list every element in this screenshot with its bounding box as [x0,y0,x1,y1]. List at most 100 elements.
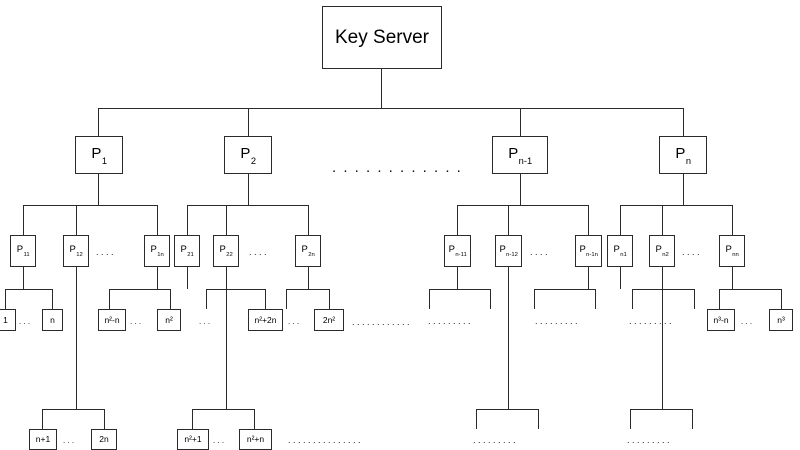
node-pnn[interactable]: Pnn [719,235,745,267]
edge-stem-pnn [732,267,734,289]
leaf-n2p2n[interactable]: n²+2n [248,309,283,331]
edge-bus-p1n [109,289,171,291]
node-label: Pn1 [613,243,627,258]
node-label: P21 [180,243,194,258]
edge-drop-pn [683,108,685,136]
node-label: Pn-11 [448,243,467,258]
edge-drop-p1 [98,108,100,136]
edge-bus-group4 [620,205,733,207]
edge-stem-pn-1n [588,267,590,289]
leaf-np1[interactable]: n+1 [29,429,57,450]
node-pn2[interactable]: Pn2 [649,235,675,267]
leaf-label: 1 [3,314,8,325]
edge-drop-leaf-n2p2n [265,289,267,309]
edge-stem-pn1 [620,267,622,289]
node-label: P22 [219,243,233,258]
node-pn-1n[interactable]: Pn-1n [575,235,602,267]
edge-drop-bottom-3-r [538,409,540,429]
edge-stem-p11 [23,267,25,289]
leaf-label: 2n² [322,314,336,325]
ellipsis-group4-level2: . . . . [682,247,700,257]
edge-drop-pn1-l [632,289,634,309]
edge-drop-leaf-n [52,289,54,309]
leaf-1[interactable]: 1 [0,309,16,331]
edge-drop-leaf-np1 [42,409,44,429]
edge-drop-pnn [732,205,734,235]
edge-stem-pn-11 [457,267,459,289]
ellipsis-row2-mid: . . . . . . . . . . . . . . . [288,435,361,445]
ellipsis-level1-gap: . . . . . . . . . . . . [332,159,463,176]
edge-long-pn-12 [508,267,510,409]
leaf-n3[interactable]: n³ [769,309,793,331]
edge-bus-bottom-1 [42,409,105,411]
node-p22[interactable]: P22 [213,235,239,267]
node-label: Pn-1 [508,144,533,167]
ellipsis-leafpair-last: . . . [741,317,753,326]
ellipsis-before-2n2: . . . [288,317,300,326]
node-label: Pn2 [655,243,669,258]
ellipsis-row2-group4: . . . . . . . . . [627,435,670,445]
leaf-2n[interactable]: 2n [91,429,117,450]
ellipsis-row1-group3: . . . . . . . . . [428,316,471,326]
edge-drop-p2n [308,205,310,235]
leaf-n[interactable]: n [42,309,63,331]
edge-bus-bottom-3 [476,409,539,411]
edge-drop-pn-11-r [490,289,492,309]
leaf-n2pn[interactable]: n²+n [239,429,272,450]
ellipsis-bottom-pair-2: . . . [213,436,225,445]
node-pn[interactable]: Pn [659,136,707,174]
node-p1[interactable]: P1 [75,136,123,174]
edge-drop-pn-11-l [429,289,431,309]
node-key-server[interactable]: Key Server [322,6,442,69]
leaf-n2p1[interactable]: n²+1 [177,429,209,450]
leaf-label: n²+n [246,434,265,445]
leaf-label: n²-n [104,314,120,325]
leaf-label: n²+2n [254,314,277,325]
edge-stem-p1n [157,267,159,289]
edge-stem-p1 [98,174,100,205]
node-label: P11 [16,243,30,258]
leaf-label: n² [165,314,173,325]
node-p2n[interactable]: P2n [295,235,321,267]
edge-bus-pnn [719,289,782,291]
ellipsis-row1-mid: . . . . . . . . . . . . [352,317,410,327]
node-pn-12[interactable]: Pn-12 [495,235,522,267]
leaf-n3-n[interactable]: n³-n [707,309,735,331]
node-label: Key Server [335,27,429,48]
edge-drop-p12 [76,205,78,235]
ellipsis-bottom-pair-1: . . . [63,436,75,445]
ellipsis-leafpair-1: . . . [19,317,31,326]
edge-drop-leaf-n2p1 [192,409,194,429]
leaf-n2[interactable]: n² [157,309,181,331]
edge-drop-pn-12 [508,205,510,235]
edge-drop-pn-11 [457,205,459,235]
node-p11[interactable]: P11 [10,235,36,267]
leaf-label: n [50,314,55,325]
edge-bus-group2 [187,205,309,207]
node-pn-11[interactable]: Pn-11 [444,235,471,267]
edge-long-pn2 [662,267,664,409]
node-pn-1[interactable]: Pn-1 [492,136,548,174]
leaf-n2-n[interactable]: n²-n [98,309,126,331]
edge-drop-p11 [23,205,25,235]
edge-bus-p21 [206,289,266,291]
edge-drop-bottom-4-l [630,409,632,429]
edge-drop-bottom-4-r [692,409,694,429]
edge-bus-pn1 [632,289,695,291]
edge-drop-leaf-n2pn [254,409,256,429]
edge-level1-bus [98,108,684,110]
node-p21[interactable]: P21 [174,235,200,267]
node-p1n[interactable]: P1n [144,235,170,267]
edge-bus-pn-1n [534,289,596,291]
edge-drop-left-p2n [286,289,288,309]
node-label: Pn-1n [579,243,598,258]
edge-drop-pn-1 [520,108,522,136]
node-p12[interactable]: P12 [63,235,89,267]
leaf-2n2[interactable]: 2n² [314,309,344,331]
edge-long-p12 [76,267,78,409]
node-p2[interactable]: P2 [224,136,272,174]
edge-drop-leaf-n2-n [109,289,111,309]
edge-drop-leaf-n3 [781,289,783,309]
node-pn1[interactable]: Pn1 [607,235,633,267]
edge-drop-pn-1n-r [595,289,597,309]
